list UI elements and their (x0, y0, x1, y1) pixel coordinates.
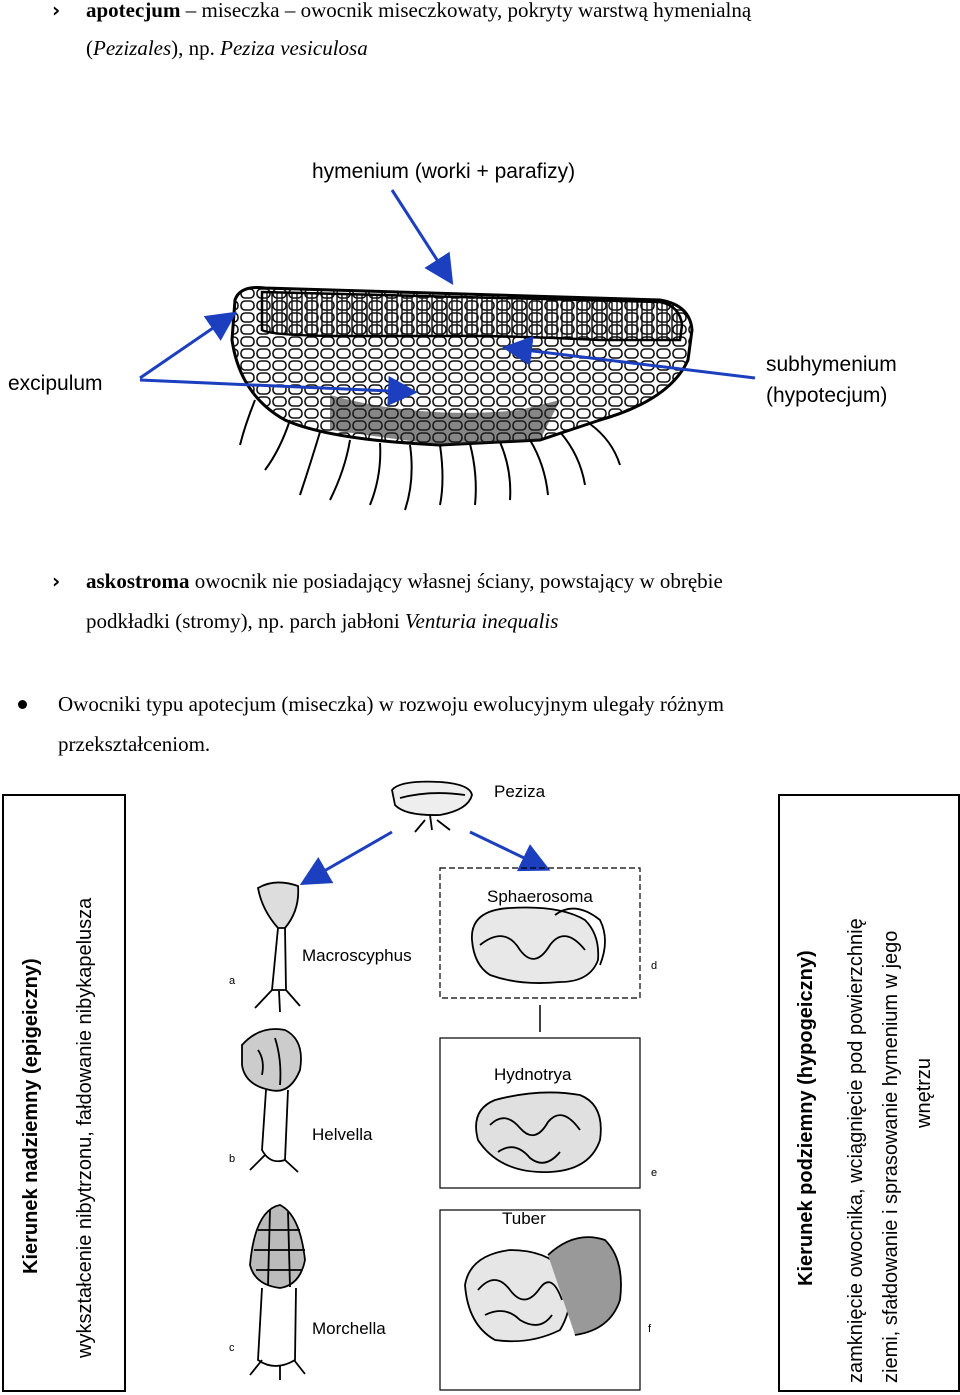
subhymenium-arrow (502, 336, 756, 380)
figure-letter-b: b (229, 1153, 236, 1165)
apotecjum-example: (Pezizales), np. Peziza vesiculosa (86, 36, 368, 61)
tuber-frame (439, 1209, 641, 1391)
subhymenium-label: subhymenium (766, 353, 897, 376)
fungi-evolution-illustration (241, 780, 641, 1391)
peziza-vesiculosa-name: Peziza vesiculosa (220, 36, 368, 60)
askostroma-example: podkładki (stromy), np. parch jabłoni Ve… (86, 609, 558, 634)
hymenium-label: hymenium (worki + parafizy) (312, 160, 576, 183)
figure-letter-f: f (648, 1323, 652, 1335)
paren-open: ( (86, 36, 93, 60)
figure-letter-c: c (229, 1342, 235, 1354)
apothecium-illustration (139, 189, 756, 511)
apotecjum-term: apotecjum (86, 0, 181, 22)
morchella-label: Morchella (312, 1319, 386, 1338)
askostroma-definition: askostroma owocnik nie posiadający własn… (86, 569, 723, 594)
arrow-bullet-icon: › (52, 0, 61, 22)
tuber-label: Tuber (502, 1209, 546, 1228)
peziza-cup-drawing (391, 780, 473, 833)
hydnotrya-drawing (475, 1091, 602, 1173)
hypotecjum-label: (hypotecjum) (766, 384, 888, 407)
sphaerosoma-drawing (471, 906, 606, 984)
example-prefix: ), np. (171, 36, 221, 60)
figure-letter-a: a (229, 975, 236, 987)
hydnotrya-label: Hydnotrya (494, 1065, 572, 1084)
macroscyphus-drawing (254, 881, 301, 1013)
hyphae-lines (239, 399, 621, 511)
figure-letter-e: e (651, 1167, 658, 1179)
hypogeic-arrow (469, 830, 551, 872)
askostroma-text: owocnik nie posiadający własnej ściany, … (189, 569, 723, 593)
hypogeic-direction-box (778, 794, 960, 1392)
sphaerosoma-frame (439, 867, 641, 999)
excipulum-arrow-bottom (139, 375, 418, 406)
epigeic-direction-box (2, 794, 126, 1392)
evolution-paragraph-line2: przekształceniom. (58, 732, 211, 756)
excipulum-label: excipulum (8, 372, 103, 395)
peziza-label: Peziza (494, 782, 546, 801)
askostroma-example-text: podkładki (stromy), np. parch jabłoni (86, 609, 406, 633)
helvella-label: Helvella (312, 1125, 373, 1144)
epigeic-arrow (299, 830, 393, 885)
hymenium-arrow (390, 189, 454, 286)
excipulum-arrow-top (139, 311, 237, 380)
evolution-paragraph-line1: Owocniki typu apotecjum (miseczka) w roz… (58, 692, 724, 716)
hydnotrya-frame (439, 1037, 641, 1189)
dot-bullet-icon (18, 700, 27, 709)
apotecjum-definition: apotecjum – miseczka – owocnik miseczkow… (86, 0, 751, 23)
helvella-drawing (241, 1028, 302, 1173)
arrow-bullet-icon: › (52, 569, 61, 593)
figure-letter-d: d (651, 960, 658, 972)
venturia-name: Venturia inequalis (405, 609, 559, 633)
askostroma-term: askostroma (86, 569, 190, 593)
tuber-drawing (464, 1236, 622, 1343)
morchella-drawing (249, 1204, 306, 1380)
pezizales-name: Pezizales (93, 36, 172, 60)
apotecjum-text: – miseczka – owocnik miseczkowaty, pokry… (180, 0, 752, 22)
sphaerosoma-label: Sphaerosoma (487, 887, 593, 906)
macroscyphus-label: Macroscyphus (302, 946, 412, 965)
